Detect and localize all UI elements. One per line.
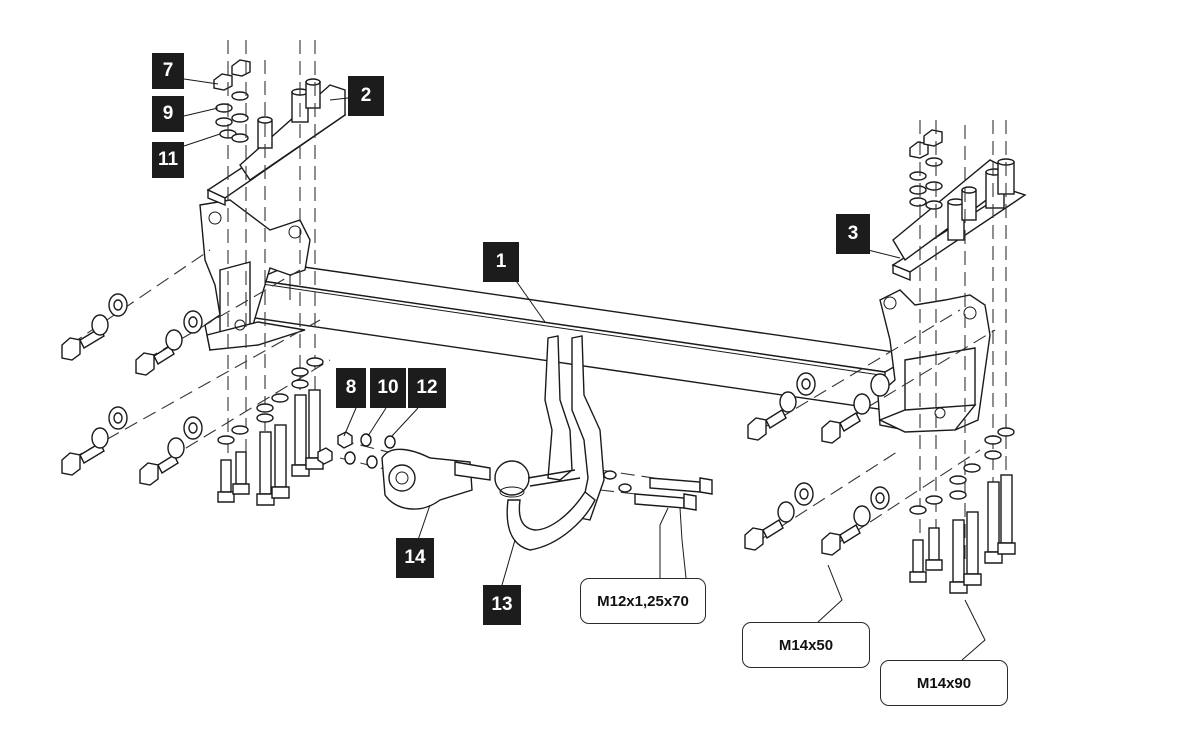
callout-label: 13 <box>491 594 513 615</box>
tow-ball-assembly <box>494 335 605 551</box>
socket-plate <box>381 448 491 510</box>
callout-label: 12 <box>416 377 438 398</box>
callout-label: 1 <box>495 251 507 272</box>
callout-7: 7 <box>152 53 184 89</box>
callout-label: 7 <box>162 60 174 81</box>
callout-label: 9 <box>162 103 174 124</box>
spec-m14x50-bolt: M14x50 <box>742 622 870 668</box>
callout-10: 10 <box>370 368 406 408</box>
right-side-bracket <box>871 289 991 433</box>
callout-11: 11 <box>152 142 184 178</box>
right-vertical-bolts <box>909 427 1016 594</box>
spec-m14x90-bolt: M14x90 <box>880 660 1008 706</box>
left-top-bracket <box>206 78 347 207</box>
callout-13: 13 <box>483 585 521 625</box>
callout-1: 1 <box>483 242 519 282</box>
callout-14: 14 <box>396 538 434 578</box>
m12-bolts <box>603 470 713 511</box>
right-top-fastener-stack <box>909 129 943 210</box>
leader-lines <box>183 78 986 661</box>
spec-label: M12x1,25x70 <box>597 592 689 610</box>
callout-label: 11 <box>157 149 179 170</box>
spec-label: M14x90 <box>916 674 972 692</box>
callout-12: 12 <box>408 368 446 408</box>
assembly-axes <box>69 40 1007 560</box>
callout-9: 9 <box>152 96 184 132</box>
callout-label: 14 <box>404 547 426 568</box>
callout-label: 3 <box>847 223 859 244</box>
spec-m12-bolt: M12x1,25x70 <box>580 578 706 624</box>
socket-fasteners <box>317 431 396 469</box>
callout-label: 10 <box>377 377 399 398</box>
left-horizontal-bolts <box>61 293 203 486</box>
callout-3: 3 <box>836 214 870 254</box>
callout-label: 8 <box>345 377 357 398</box>
callout-8: 8 <box>336 368 366 408</box>
left-top-fastener-stack <box>213 59 251 143</box>
left-vertical-bolts <box>217 357 324 506</box>
callout-label: 2 <box>360 85 372 106</box>
right-horizontal-bolts <box>744 372 890 556</box>
callout-2: 2 <box>348 76 384 116</box>
spec-label: M14x50 <box>778 636 834 654</box>
